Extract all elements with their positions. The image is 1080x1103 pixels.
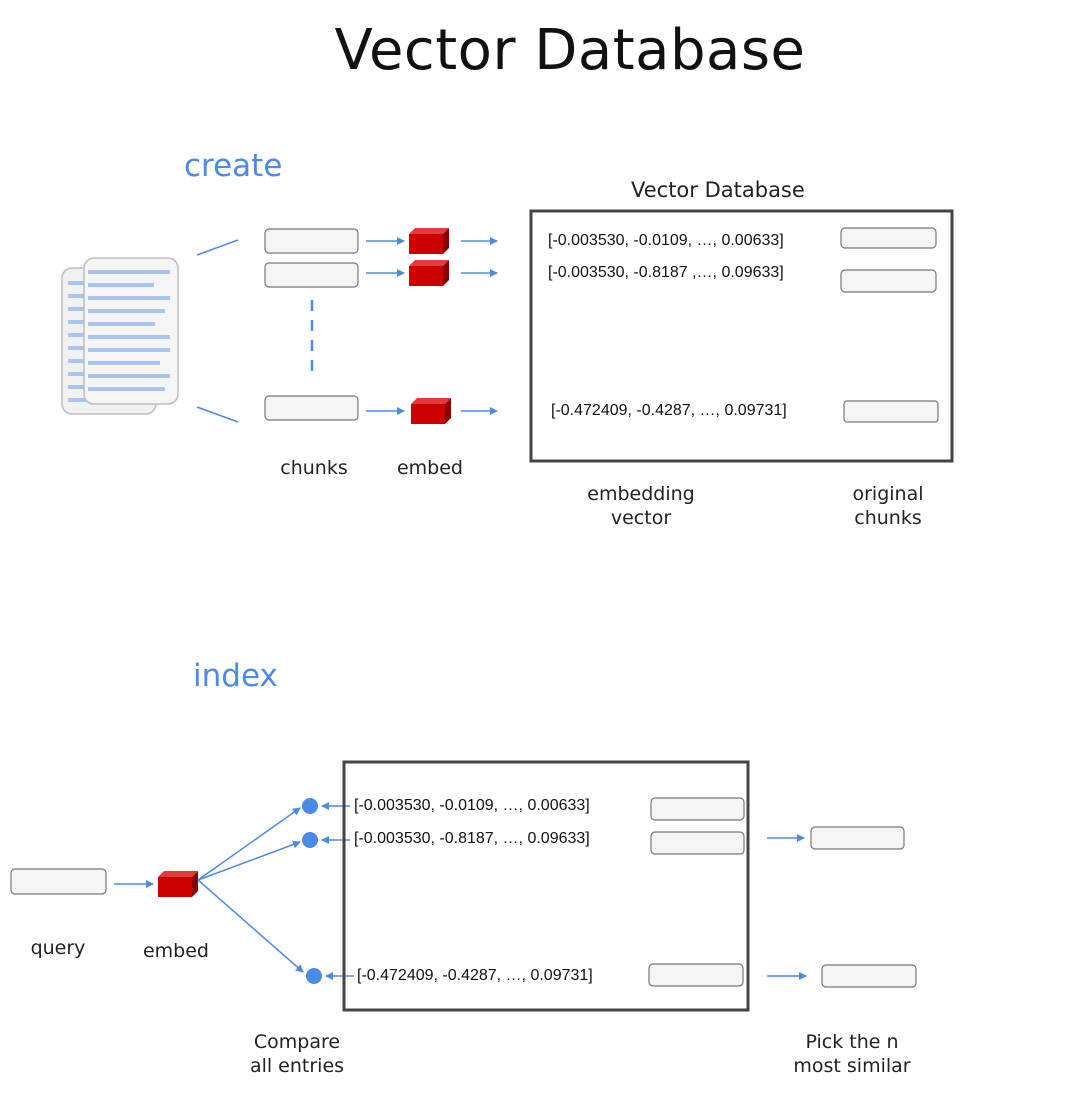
- compare-dot-1: [302, 798, 318, 814]
- index-vector-2: [-0.003530, -0.8187, …, 0.09633]: [354, 830, 590, 847]
- create-vector-1: [-0.003530, -0.0109, …, 0.00633]: [548, 232, 784, 249]
- split-line-top: [196, 239, 239, 256]
- index-database-box: [342, 760, 750, 1012]
- query-label: query: [30, 937, 86, 959]
- result-box-1: [810, 826, 905, 850]
- chunk-box-2: [264, 262, 359, 288]
- document-stack-icon: [61, 257, 179, 415]
- original-chunk-box-3: [843, 400, 939, 423]
- chunks-label: chunks: [280, 457, 348, 479]
- section-create-label: create: [184, 148, 283, 184]
- index-vector-3: [-0.472409, -0.4287, …, 0.09731]: [357, 967, 593, 984]
- vector-database-box: [529, 209, 954, 463]
- compare-dot-2: [302, 832, 318, 848]
- index-vector-1: [-0.003530, -0.0109, …, 0.00633]: [354, 797, 590, 814]
- create-db-title: Vector Database: [631, 178, 805, 202]
- chunk-box-3: [264, 395, 359, 421]
- result-box-2: [821, 964, 917, 988]
- create-embed-label: embed: [396, 457, 463, 479]
- embed-cube-icon-3: [411, 398, 451, 424]
- arrow-compare-2: [197, 840, 301, 881]
- original-chunk-box-2: [840, 269, 937, 293]
- section-index-label: index: [193, 658, 278, 694]
- create-vector-3: [-0.472409, -0.4287, …, 0.09731]: [551, 402, 787, 419]
- page-title: Vector Database: [334, 18, 806, 83]
- original-chunks-label: original chunks: [852, 483, 924, 529]
- arrow-compare-3: [197, 879, 304, 973]
- index-chunk-box-2: [650, 831, 745, 855]
- index-chunk-box-3: [648, 963, 744, 987]
- arrow-compare-1: [197, 807, 301, 881]
- query-embed-cube-icon: [158, 871, 198, 897]
- chunk-box-1: [264, 228, 359, 254]
- index-chunk-box-1: [650, 797, 745, 821]
- pick-most-similar-label: Pick the n most similar: [793, 1031, 911, 1077]
- original-chunk-box-1: [840, 227, 937, 249]
- index-embed-label: embed: [142, 940, 209, 962]
- compare-dot-3: [306, 968, 322, 984]
- embed-cube-icon-2: [409, 260, 449, 286]
- query-box: [10, 868, 107, 895]
- compare-all-entries-label: Compare all entries: [249, 1031, 345, 1077]
- embedding-vector-label: embedding vector: [587, 483, 695, 529]
- split-line-bottom: [196, 406, 239, 423]
- create-vector-2: [-0.003530, -0.8187 ,…, 0.09633]: [548, 264, 784, 281]
- embed-cube-icon-1: [409, 228, 449, 254]
